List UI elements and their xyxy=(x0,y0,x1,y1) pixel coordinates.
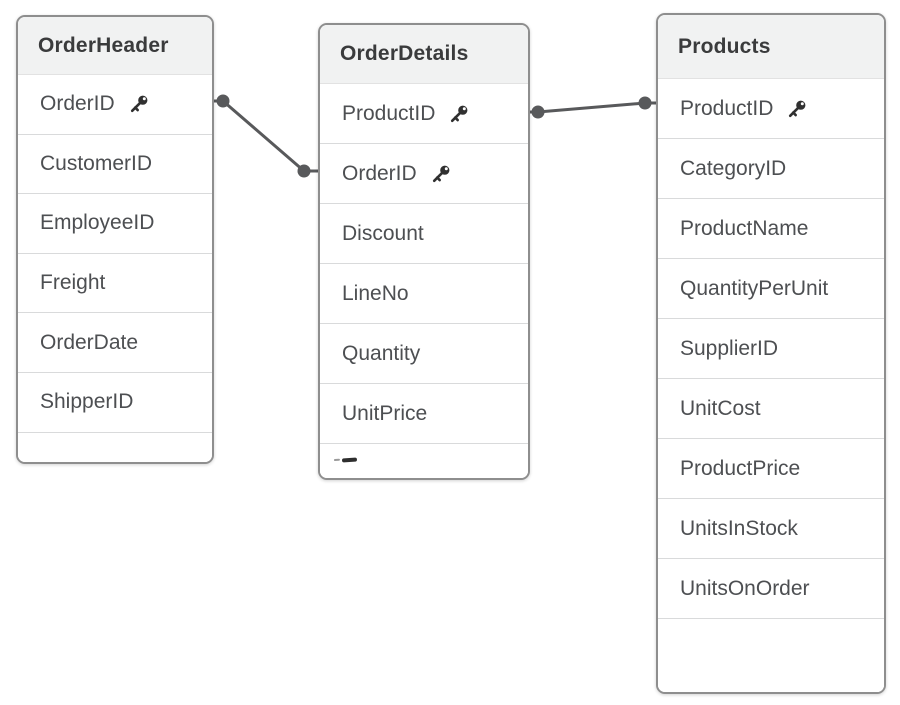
field-row-unitsonorder[interactable]: UnitsOnOrder xyxy=(658,559,884,619)
field-row-orderid[interactable]: OrderID xyxy=(320,144,528,204)
field-row-discount[interactable]: Discount xyxy=(320,204,528,264)
field-label: CustomerID xyxy=(40,151,153,175)
table-card-orderdetails[interactable]: OrderDetails ProductID OrderID Discount … xyxy=(318,23,530,480)
field-label: Quantity xyxy=(342,341,421,365)
field-row-orderdate[interactable]: OrderDate xyxy=(18,313,212,373)
field-label: ProductPrice xyxy=(680,456,801,480)
field-label: OrderID xyxy=(342,161,417,185)
key-icon xyxy=(432,165,450,182)
field-label: UnitPrice xyxy=(342,401,428,425)
field-label: Freight xyxy=(40,271,106,295)
field-row-orderid[interactable]: OrderID xyxy=(18,75,212,135)
key-icon xyxy=(789,100,806,117)
empty-row xyxy=(658,619,884,692)
field-row-productid[interactable]: ProductID xyxy=(320,84,528,144)
field-label: ProductName xyxy=(680,216,809,240)
field-row-unitprice[interactable]: UnitPrice xyxy=(320,384,528,444)
field-row-employeeid[interactable]: EmployeeID xyxy=(18,194,212,254)
field-label: OrderID xyxy=(40,92,115,116)
table-header-orderdetails[interactable]: OrderDetails xyxy=(320,25,528,84)
table-title: OrderHeader xyxy=(38,33,169,57)
table-title: OrderDetails xyxy=(340,42,469,65)
field-row-productid[interactable]: ProductID xyxy=(658,79,884,139)
field-row-supplierid[interactable]: SupplierID xyxy=(658,319,884,379)
field-row-productprice[interactable]: ProductPrice xyxy=(658,439,884,499)
field-label: LineNo xyxy=(342,281,409,305)
field-label: EmployeeID xyxy=(40,211,155,235)
field-row-unitsinstock[interactable]: UnitsInStock xyxy=(658,499,884,559)
clipped-row xyxy=(320,444,528,478)
field-label: ShipperID xyxy=(40,390,134,414)
field-row-lineno[interactable]: LineNo xyxy=(320,264,528,324)
field-row-quantity[interactable]: Quantity xyxy=(320,324,528,384)
field-row-productname[interactable]: ProductName xyxy=(658,199,884,259)
table-header-products[interactable]: Products xyxy=(658,15,884,79)
field-label: Discount xyxy=(342,221,424,245)
connector-orderheader-orderdetails[interactable] xyxy=(214,94,318,178)
field-label: UnitCost xyxy=(680,396,761,420)
clipped-text-artifact xyxy=(341,457,358,463)
key-icon xyxy=(451,105,468,122)
field-row-customerid[interactable]: CustomerID xyxy=(18,134,212,195)
field-row-unitcost[interactable]: UnitCost xyxy=(658,379,884,439)
table-header-orderheader[interactable]: OrderHeader xyxy=(18,17,212,75)
field-label: QuantityPerUnit xyxy=(680,276,829,300)
table-card-orderheader[interactable]: OrderHeader OrderID CustomerID EmployeeI… xyxy=(16,15,214,464)
field-label: ProductID xyxy=(342,101,436,125)
field-row-categoryid[interactable]: CategoryID xyxy=(658,139,884,199)
field-label: UnitsOnOrder xyxy=(680,576,810,600)
table-card-products[interactable]: Products ProductID CategoryID ProductNam… xyxy=(656,13,886,694)
empty-row xyxy=(18,432,212,462)
field-label: OrderDate xyxy=(40,330,139,354)
field-label: SupplierID xyxy=(680,336,779,360)
field-row-freight[interactable]: Freight xyxy=(18,253,212,314)
field-row-quantityperunit[interactable]: QuantityPerUnit xyxy=(658,259,884,319)
field-label: ProductID xyxy=(680,96,774,120)
field-label: CategoryID xyxy=(680,156,787,180)
field-row-shipperid[interactable]: ShipperID xyxy=(18,372,212,433)
connector-orderdetails-products[interactable] xyxy=(530,96,658,119)
bottom-right-notch xyxy=(828,678,884,692)
key-icon xyxy=(130,95,148,113)
field-label: UnitsInStock xyxy=(680,516,798,540)
table-title: Products xyxy=(678,34,771,58)
